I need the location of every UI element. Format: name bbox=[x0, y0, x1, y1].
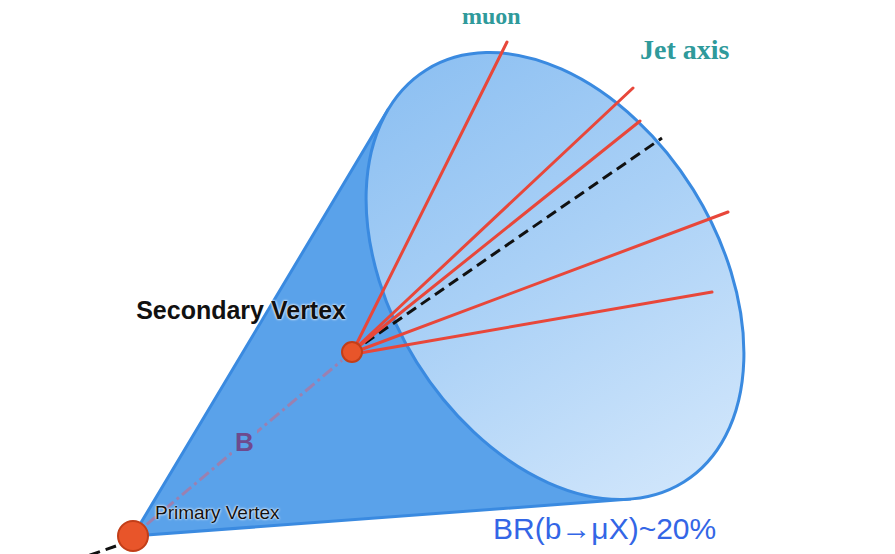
decay-track bbox=[360, 212, 728, 350]
muon-track bbox=[356, 42, 507, 345]
particle-label: B bbox=[232, 428, 257, 457]
vertex-label: Secondary Vertex bbox=[46, 296, 346, 325]
secondary-vertex: Secondary Vertex bbox=[341, 341, 363, 363]
particle-label: muon bbox=[462, 3, 521, 30]
decay-track bbox=[358, 88, 633, 346]
axis-label: Jet axis bbox=[640, 34, 729, 66]
jet-axis-tail bbox=[70, 546, 116, 554]
vertex-label: Primary Vertex bbox=[155, 502, 355, 524]
branching-ratio-note: BR(b→μX)~20% bbox=[493, 512, 716, 546]
decay-tracks bbox=[356, 42, 728, 353]
primary-vertex: Primary Vertex bbox=[117, 520, 149, 552]
b-hadron-flight-path bbox=[147, 360, 342, 524]
decay-track bbox=[360, 292, 712, 353]
cone-mouth bbox=[288, 0, 822, 554]
